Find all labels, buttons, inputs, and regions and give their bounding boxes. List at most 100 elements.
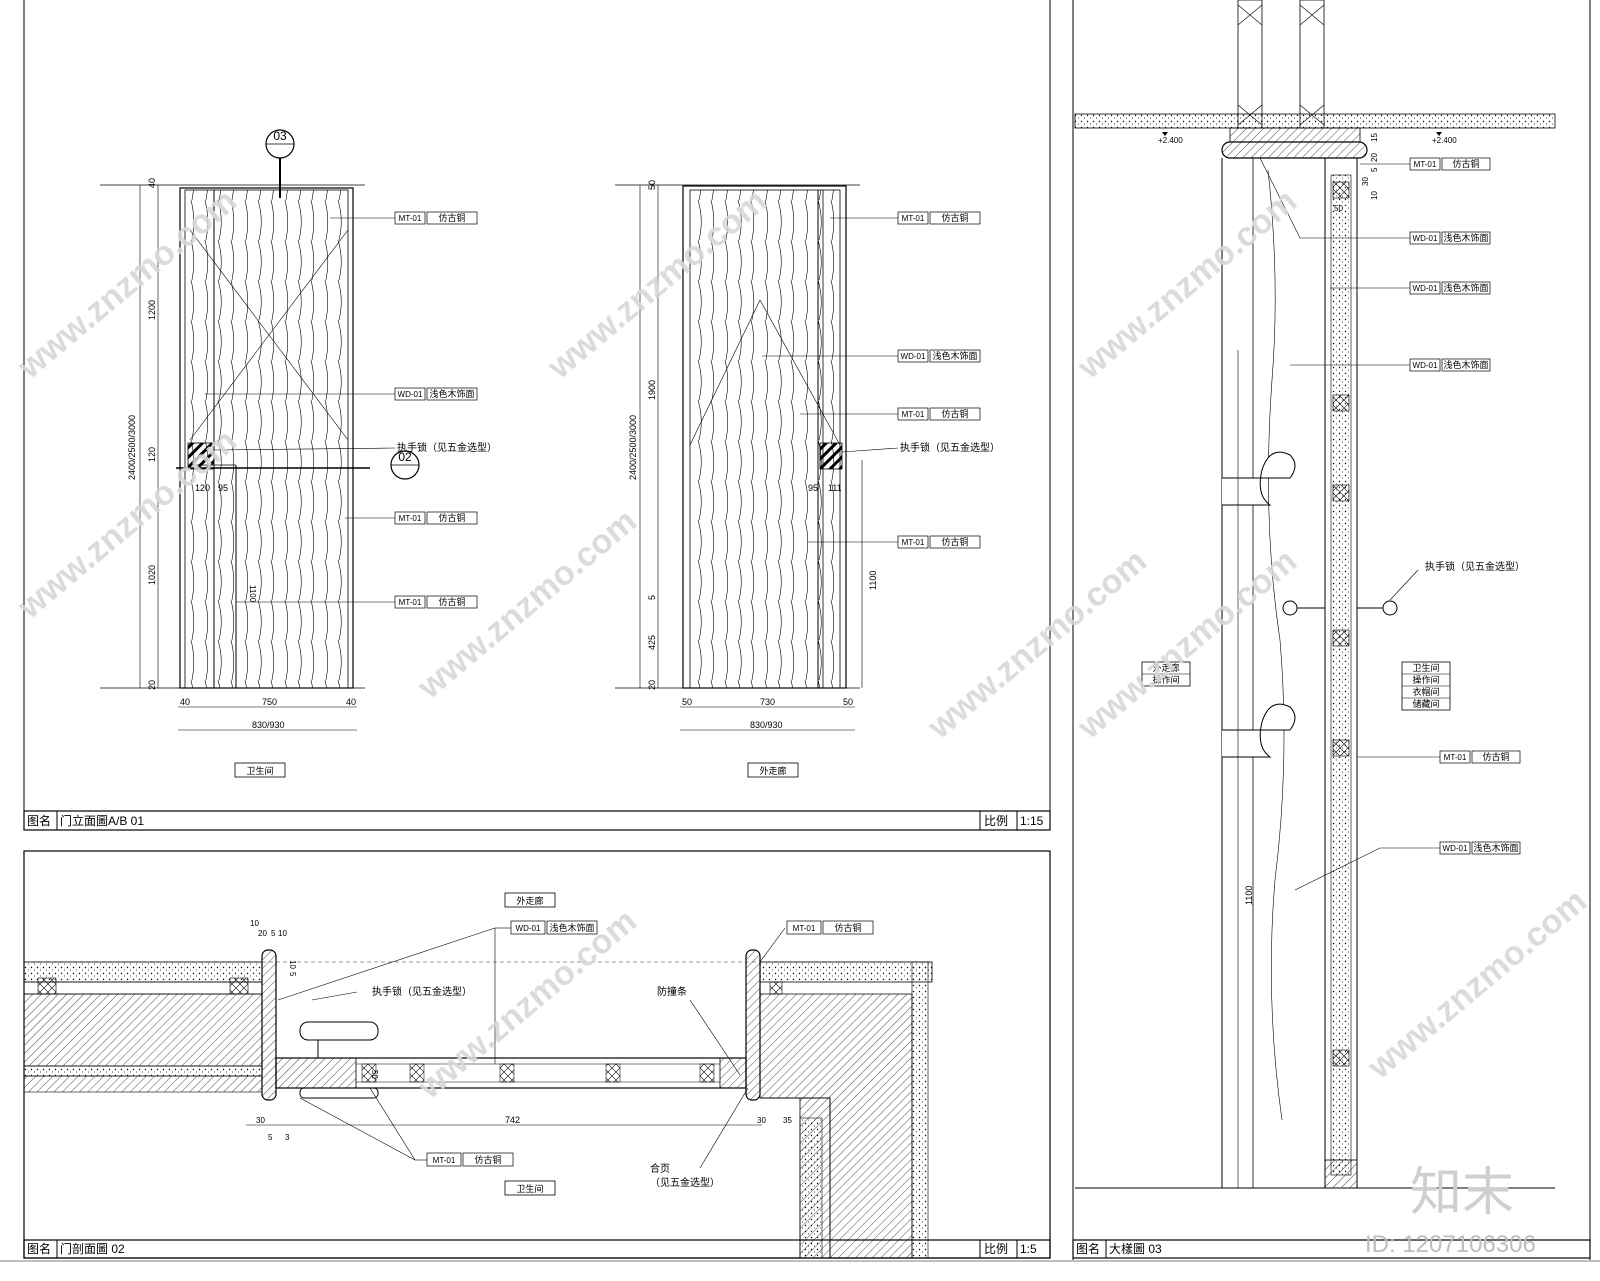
- door-b-callouts: MT-01 仿古铜 WD-01 浅色木饰面 MT-01 仿古铜 执手锁（见五金选…: [762, 211, 1000, 549]
- plan-room-bottom: 卫生间: [516, 1183, 543, 1194]
- dim-b-bottom-50-left: 50: [682, 697, 692, 707]
- plan-wd-code: WD-01: [516, 924, 541, 933]
- b-lock-note: 执手锁（见五金选型）: [900, 441, 1000, 454]
- sec-room-right-4: 储藏间: [1412, 698, 1439, 709]
- dim-a-95-small: 95: [218, 483, 228, 493]
- plan-title: 门剖面圖 02: [60, 1241, 125, 1256]
- sec-callout-6-code: WD-01: [1443, 844, 1468, 853]
- a-callout-4-code: MT-01: [399, 598, 422, 607]
- sec-callout-2-code: WD-01: [1413, 234, 1438, 243]
- section-marker-03: 03: [265, 129, 295, 198]
- a-callout-3-name: 仿古铜: [438, 512, 465, 523]
- a-callout-3-code: MT-01: [399, 514, 422, 523]
- sec-callout-3-code: WD-01: [1413, 284, 1438, 293]
- section-panel: +2.400 +2.400 15 20 5 30 10 50 11: [1072, 0, 1591, 1259]
- plan-dim-top-20: 20: [258, 929, 267, 938]
- elevation-title-bar: 图名 门立面圖A/B 01 比例 1:15: [23, 810, 1051, 831]
- dim-b-95-small: 95: [808, 483, 818, 493]
- dim-a-bottom-750: 750: [262, 697, 277, 707]
- sec-dim-1100: 1100: [1244, 886, 1254, 905]
- watermark-site-9: www.znzmo.com: [1360, 882, 1594, 1087]
- sec-callout-6-name: 浅色木饰面: [1473, 842, 1518, 853]
- level-mark-right: +2.400: [1432, 136, 1457, 145]
- plan-dim-top-10: 10: [250, 919, 259, 928]
- door-b-room-label: 外走廊: [759, 765, 786, 776]
- dim-a-total-height: 2400/2500/3000: [127, 415, 137, 480]
- elevation-title-prefix: 图名: [27, 813, 51, 828]
- b-callout-3-code: MT-01: [902, 410, 925, 419]
- door-a-elevation: 03 02 40 1200 120 1020 20 2400/2500/3000…: [100, 129, 497, 778]
- elevation-scale-prefix: 比例: [984, 814, 1008, 828]
- dim-b-50: 50: [647, 180, 657, 190]
- sec-dim-5: 5: [1370, 167, 1379, 172]
- b-callout-4-name: 仿古铜: [941, 536, 968, 547]
- plan-dim-left-5: 5: [288, 972, 297, 977]
- section-title-prefix: 图名: [1076, 1241, 1100, 1256]
- plan-mt-top-name: 仿古铜: [834, 922, 861, 933]
- watermark-id: ID: 1207106306: [1365, 1231, 1536, 1258]
- sec-callout-1-name: 仿古铜: [1452, 158, 1479, 169]
- plan-mt-top-code: MT-01: [793, 924, 816, 933]
- dim-b-111-small: 111: [828, 483, 842, 493]
- dim-b-20: 20: [647, 680, 657, 690]
- plan-title-bar: 图名 门剖面圖 02 比例 1:5: [23, 1239, 1051, 1259]
- plan-dim-50: 50: [370, 1070, 379, 1079]
- sec-dim-10: 10: [1370, 191, 1379, 200]
- elevation-title: 门立面圖A/B 01: [60, 813, 144, 828]
- elevation-scale: 1:15: [1020, 814, 1044, 828]
- plan-dim-bottom-5: 5: [268, 1133, 273, 1142]
- section-title-bar: 图名 大樣圖 03: [1072, 1239, 1591, 1259]
- plan-scale-prefix: 比例: [984, 1242, 1008, 1256]
- sec-callout-4-code: WD-01: [1413, 361, 1438, 370]
- plan-mt-bottom-code: MT-01: [433, 1156, 456, 1165]
- section-title: 大樣圖 03: [1109, 1241, 1162, 1256]
- a-callout-4-name: 仿古铜: [438, 596, 465, 607]
- plan-dim-top-5: 5: [271, 929, 276, 938]
- dim-b-425: 425: [647, 635, 657, 650]
- elevation-panel: 03 02 40 1200 120 1020 20 2400/2500/3000…: [23, 129, 1051, 831]
- dim-a-20: 20: [147, 680, 157, 690]
- plan-dim-bottom-35: 35: [783, 1116, 792, 1125]
- b-callout-1-code: MT-01: [902, 214, 925, 223]
- b-callout-2-code: WD-01: [901, 352, 926, 361]
- a-lock-note: 执手锁（见五金选型）: [397, 441, 497, 454]
- dim-a-1200: 1200: [147, 300, 157, 320]
- door-a-room-label: 卫生间: [246, 765, 273, 776]
- dim-a-1020: 1020: [147, 565, 157, 585]
- plan-dim-bottom-3: 3: [285, 1133, 290, 1142]
- dim-a-40: 40: [147, 178, 157, 188]
- b-callout-3-name: 仿古铜: [941, 408, 968, 419]
- section-room-labels-right: 卫生间 操作间 衣帽间 储藏间: [1401, 661, 1451, 711]
- sec-room-right-2: 操作间: [1412, 674, 1439, 685]
- plan-dim-bottom-742: 742: [505, 1115, 520, 1125]
- dim-a-total-width: 830/930: [252, 720, 285, 730]
- a-callout-1-code: MT-01: [399, 214, 422, 223]
- plan-dim-bottom-30-right: 30: [757, 1116, 766, 1125]
- dim-b-1900: 1900: [647, 380, 657, 400]
- a-callout-1-name: 仿古铜: [438, 212, 465, 223]
- dim-a-120-small: 120: [195, 483, 210, 493]
- sec-lock-note: 执手锁（见五金选型）: [1425, 560, 1525, 573]
- sec-dim-15: 15: [1370, 133, 1379, 142]
- plan-dim-bottom-30-left: 30: [256, 1116, 265, 1125]
- sec-dim-20: 20: [1370, 153, 1379, 162]
- sec-callout-5-name: 仿古铜: [1482, 751, 1509, 762]
- section-marker-02: 02: [390, 450, 420, 480]
- plan-dim-top-10b: 10: [278, 929, 287, 938]
- door-b-elevation: 50 1900 5 425 20 2400/2500/3000 1100 95 …: [615, 180, 1000, 778]
- sec-callout-2-name: 浅色木饰面: [1443, 232, 1488, 243]
- marker-02-label: 02: [398, 450, 412, 464]
- sec-room-right-1: 卫生间: [1412, 662, 1439, 673]
- plan-lock-note: 执手锁（见五金选型）: [372, 985, 472, 998]
- sec-dim-30: 30: [1361, 177, 1370, 186]
- plan-room-top: 外走廊: [516, 895, 543, 906]
- plan-wd-name: 浅色木饰面: [549, 922, 594, 933]
- dim-b-total-height: 2400/2500/3000: [628, 415, 638, 480]
- watermark-logo: 知末: [1410, 1164, 1514, 1222]
- plan-hinge-note: 合页: [650, 1162, 670, 1175]
- sec-room-left-1: 外走廊: [1152, 662, 1179, 673]
- door-a-callouts: MT-01 仿古铜 WD-01 浅色木饰面 执手锁（见五金选型） MT-01 仿…: [205, 211, 497, 609]
- a-callout-2-code: WD-01: [398, 390, 423, 399]
